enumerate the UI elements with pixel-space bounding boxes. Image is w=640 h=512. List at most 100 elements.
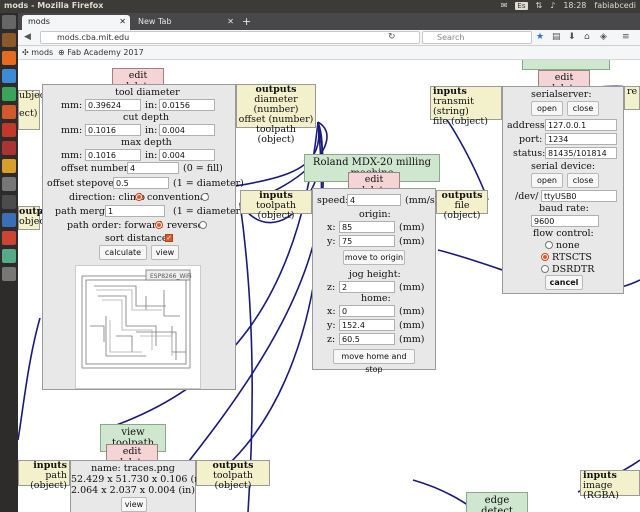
home-x-input[interactable]: 0 (339, 305, 395, 317)
calc-icon[interactable] (2, 87, 16, 101)
offset-number-input[interactable]: 4 (127, 162, 179, 174)
device-close-button[interactable]: close (567, 173, 599, 188)
baud-rate-input[interactable]: 9600 (531, 215, 599, 227)
terminal-icon[interactable] (2, 195, 16, 209)
bookmark-label: mods (31, 48, 54, 57)
input-path[interactable]: path (object) (30, 470, 67, 491)
max-depth-in-input[interactable]: 0.004 (159, 149, 215, 161)
size-in: 2.064 x 2.037 x 0.004 (in) (71, 485, 195, 496)
back-icon[interactable]: ◀ (24, 32, 31, 42)
software-center-icon[interactable] (2, 123, 16, 137)
move-home-button[interactable]: move home and stop (333, 349, 415, 374)
pocket-icon[interactable]: ◈ (600, 32, 607, 42)
cancel-button[interactable]: cancel (545, 275, 583, 290)
view-toolpath-outputs: outputs toolpath (object) (196, 460, 270, 491)
trash-icon[interactable] (2, 267, 16, 281)
app-icon[interactable] (2, 231, 16, 245)
input-toolpath[interactable]: toolpath (object) (256, 200, 296, 221)
home-y-input[interactable]: 152.4 (339, 319, 395, 331)
impress-icon[interactable] (2, 105, 16, 119)
wifi-icon[interactable]: ⇅ (535, 1, 543, 10)
cut-depth-mm-input[interactable]: 0.1016 (85, 124, 141, 136)
flow-none-radio[interactable] (545, 241, 553, 249)
keyboard-layout[interactable]: Es (515, 1, 528, 10)
volume-icon[interactable]: ♪ (550, 1, 556, 10)
home-icon[interactable]: ⌂ (584, 32, 590, 42)
help-icon[interactable] (2, 141, 16, 155)
speed-input[interactable]: 4 (347, 194, 401, 206)
jog-z-input[interactable]: 2 (339, 281, 395, 293)
bookmark-fab-academy[interactable]: ⊕ Fab Academy 2017 (58, 48, 144, 57)
reverse-radio[interactable] (199, 221, 207, 229)
clock[interactable]: 18:28 (563, 1, 587, 10)
conventional-radio[interactable] (201, 193, 209, 201)
flow-dsrdtr-radio[interactable] (541, 265, 549, 273)
io-label: re (627, 86, 638, 97)
user-name[interactable]: fabiabcedi (594, 1, 636, 10)
reload-icon[interactable]: ↻ (388, 32, 396, 42)
chrome-icon[interactable] (2, 213, 16, 227)
close-tab-icon[interactable]: ✕ (227, 17, 234, 26)
files-icon[interactable] (2, 33, 16, 47)
mm-unit: (mm) (399, 282, 425, 293)
path-merge-input[interactable]: 1 (105, 205, 165, 217)
cut-depth-in-input[interactable]: 0.004 (159, 124, 215, 136)
max-depth-mm-input[interactable]: 0.1016 (85, 149, 141, 161)
new-tab-icon[interactable]: + (242, 15, 252, 28)
tool-diameter-in-input[interactable]: 0.0156 (159, 99, 215, 111)
app2-icon[interactable] (2, 249, 16, 263)
download-icon[interactable]: ⬇ (568, 32, 576, 42)
status-input[interactable]: 81435/101814 (545, 147, 617, 159)
bookmark-mods[interactable]: ✣ mods (22, 48, 53, 57)
output-offset[interactable]: offset (number) (238, 114, 314, 125)
dash-icon[interactable] (2, 15, 16, 29)
mail-icon[interactable]: ✉ (500, 1, 508, 10)
firefox-icon[interactable] (2, 51, 16, 65)
server-close-button[interactable]: close (567, 101, 599, 116)
roland-inputs: inputs toolpath (object) (240, 190, 312, 221)
device-open-button[interactable]: open (531, 173, 563, 188)
tab-mods[interactable]: mods ✕ (22, 15, 130, 30)
tab-new-tab[interactable]: New Tab ✕ (132, 15, 238, 30)
writer-icon[interactable] (2, 69, 16, 83)
output-file[interactable]: file (object) (443, 200, 481, 221)
address-input[interactable]: 127.0.0.1 (545, 119, 617, 131)
bookmark-star-icon[interactable]: ★ (536, 32, 545, 42)
output-diameter[interactable]: diameter (number) (253, 94, 299, 115)
server-open-button[interactable]: open (531, 101, 563, 116)
view-button[interactable]: view (151, 245, 179, 260)
status-label: status: (513, 148, 546, 159)
amazon-icon[interactable] (2, 159, 16, 173)
forward-radio[interactable] (155, 221, 163, 229)
edge-detect-title[interactable]: edge detect (466, 492, 528, 512)
move-to-origin-button[interactable]: move to origin (343, 250, 405, 265)
url-bar[interactable]: mods.cba.mit.edu (40, 31, 420, 44)
port-input[interactable]: 1234 (545, 133, 617, 145)
home-z-input[interactable]: 60.5 (339, 333, 395, 345)
origin-y-input[interactable]: 75 (339, 235, 395, 247)
toolpath-preview-image: ESP8266_WiFi (81, 269, 192, 369)
flow-rtscts-radio[interactable] (541, 253, 549, 261)
tool-diameter-mm-input[interactable]: 0.39624 (85, 99, 141, 111)
view-toolpath-view-button[interactable]: view (121, 497, 147, 512)
climb-radio[interactable] (135, 193, 143, 201)
output-toolpath[interactable]: toolpath (object) (256, 124, 296, 145)
device-input[interactable]: ttyUSB0 (541, 190, 617, 202)
menu-icon[interactable]: ≡ (622, 32, 630, 42)
close-tab-icon[interactable]: ✕ (119, 17, 126, 26)
serial-title-partial[interactable] (522, 60, 610, 70)
offset-stepover-input[interactable]: 0.5 (113, 177, 169, 189)
input-transmit[interactable]: transmit (string) (433, 96, 474, 117)
input-file[interactable]: file (object) (433, 116, 488, 127)
offset-number-hint: (0 = fill) (183, 163, 223, 174)
input-image[interactable]: image (RGBA) (583, 480, 619, 501)
reading-list-icon[interactable]: ▤ (552, 32, 561, 42)
search-input[interactable]: Search (422, 31, 532, 44)
calculate-button[interactable]: calculate (99, 245, 147, 260)
settings-icon[interactable] (2, 177, 16, 191)
sort-distance-checkbox[interactable]: ✓ (165, 234, 173, 242)
origin-x-input[interactable]: 85 (339, 221, 395, 233)
output-toolpath[interactable]: toolpath (object) (213, 470, 253, 491)
dev-label: /dev/ (515, 191, 539, 202)
outputs-title: outputs (255, 84, 297, 95)
